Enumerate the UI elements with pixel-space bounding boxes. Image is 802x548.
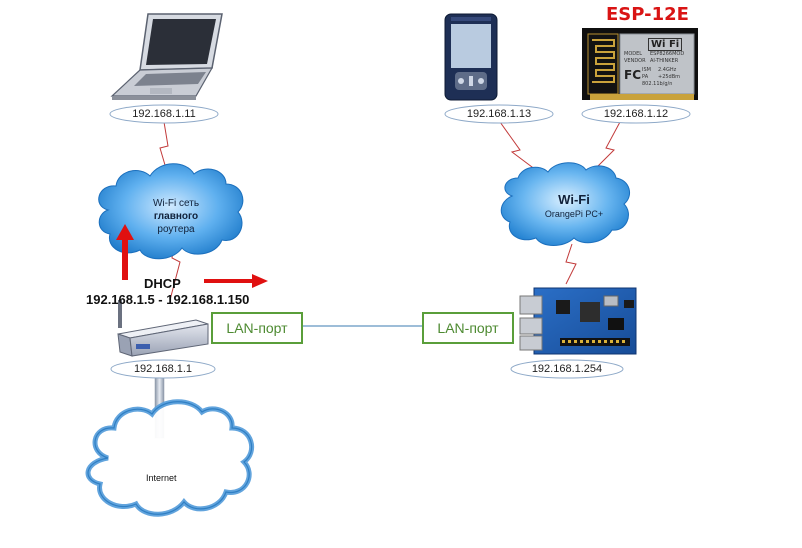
ip-label-esp: 192.168.1.12 — [603, 108, 669, 120]
laptop-icon — [110, 13, 223, 100]
link-wifi-opi — [565, 243, 577, 285]
link-pda-wifi — [499, 121, 545, 177]
esp-module-vendor: VENDOR — [624, 58, 646, 64]
orangepi-board-icon — [519, 287, 637, 355]
dhcp-title: DHCP — [144, 276, 181, 291]
wifi-main-label: Wi-Fi сеть главного роутера — [126, 197, 226, 236]
ip-label-laptop: 192.168.1.11 — [132, 108, 196, 120]
esp-module-proto: 802.11b/g/n — [642, 81, 673, 87]
esp-module-icon — [582, 28, 698, 100]
ip-label-orangepi: 192.168.1.254 — [531, 363, 603, 375]
esp-module-band: 2.4GHz — [658, 67, 677, 73]
lan-port-left: LAN-порт — [211, 312, 303, 344]
ip-label-pda: 192.168.1.13 — [466, 108, 532, 120]
ip-ellipse-laptop — [109, 104, 219, 124]
link-esp-wifi — [585, 121, 621, 179]
esp-title: ESP-12E — [606, 4, 689, 25]
wifi-opi-label: Wi-Fi OrangePi PC+ — [522, 192, 626, 220]
arrow-right — [204, 274, 268, 288]
wifi-opi-line1: Wi-Fi — [558, 192, 590, 207]
internet-label: Internet — [146, 473, 177, 483]
cloud-icon — [85, 399, 255, 517]
wifi-opi-line2: OrangePi PC+ — [544, 209, 604, 219]
wifi-main-line2: главного — [153, 211, 199, 222]
pda-icon — [444, 13, 498, 101]
ip-ellipse-orangepi — [510, 359, 624, 379]
arrow-up — [116, 224, 134, 280]
dhcp-arrows — [116, 224, 268, 288]
esp-module-maker: AI-THINKER — [650, 58, 679, 64]
ip-ellipse-esp — [581, 104, 691, 124]
esp-module-chip: ESP8266MOD — [650, 51, 685, 57]
lan-port-right: LAN-порт — [422, 312, 514, 344]
ip-ellipse-router — [110, 359, 216, 379]
esp-module-model: MODEL — [624, 51, 643, 57]
wifi-main-line3: роутера — [157, 224, 195, 235]
esp-module-power: +25dBm — [658, 74, 681, 80]
wifi-main-line1: Wi-Fi сеть — [152, 198, 200, 209]
dhcp-range: 192.168.1.5 - 192.168.1.150 — [86, 292, 250, 307]
esp-module-wifi: Wi Fi — [648, 38, 683, 51]
cloud-icon — [500, 162, 631, 246]
esp-module-pa: PA — [642, 74, 649, 80]
ip-ellipse-pda — [444, 104, 554, 124]
esp-module-fc: FC — [624, 68, 642, 82]
esp-module-label-area: Wi Fi MODEL VENDOR ESP8266MOD AI-THINKER… — [622, 36, 694, 94]
router-icon — [117, 300, 209, 357]
esp-module-ism: ISM — [642, 67, 651, 73]
ip-label-router: 192.168.1.1 — [133, 363, 193, 375]
ip-ellipses — [109, 104, 691, 379]
